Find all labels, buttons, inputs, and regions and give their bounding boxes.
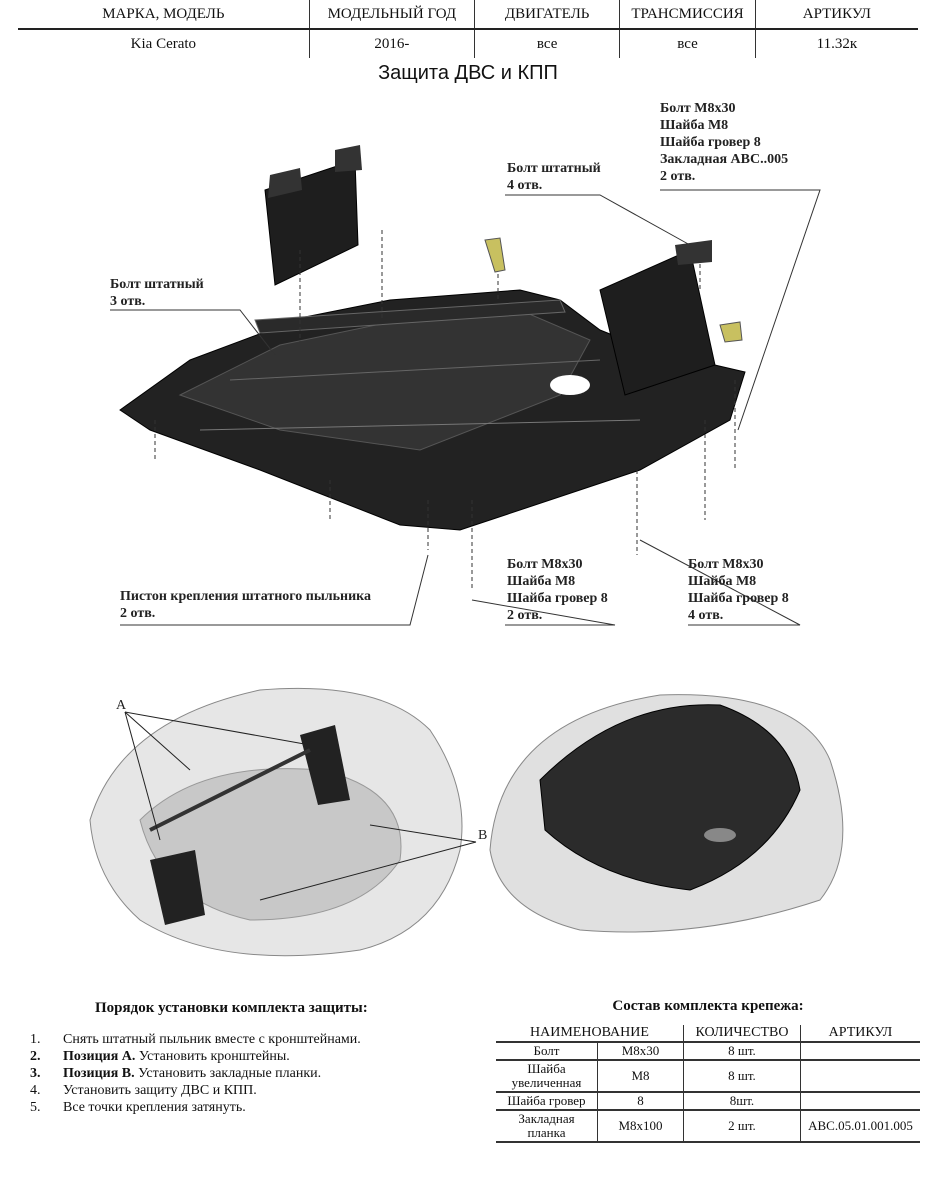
- callout-line: 2 отв.: [660, 169, 696, 184]
- instructions-title: Порядок установки комплекта защиты:: [95, 1000, 368, 1016]
- callout-top-mid: Болт штатный 4 отв.: [507, 160, 601, 194]
- step-text: Установить кронштейны.: [135, 1049, 290, 1064]
- kit-title: Состав комплекта крепежа:: [612, 998, 804, 1014]
- cell: М8: [597, 1060, 684, 1093]
- value-year: 2016-: [310, 30, 475, 58]
- callout-line: Болт М8х30: [688, 557, 764, 572]
- cell: Шайба увеличенная: [496, 1060, 598, 1093]
- value-model: Kia Cerato: [18, 30, 310, 58]
- fastener-kit: Состав комплекта крепежа: НАИМЕНОВАНИЕ К…: [496, 998, 920, 1143]
- position-a-label: A: [116, 698, 127, 713]
- cell: [800, 1060, 920, 1093]
- step-text: Все точки крепления затянуть.: [63, 1100, 246, 1115]
- cell: [800, 1092, 920, 1111]
- callout-left: Болт штатный 3 отв.: [110, 276, 204, 310]
- step: 2. Позиция А. Установить кронштейны.: [30, 1048, 430, 1065]
- step-text: Установить защиту ДВС и КПП.: [63, 1083, 257, 1098]
- header-col-transmission: ТРАНСМИССИЯ: [620, 0, 756, 28]
- value-engine: все: [475, 30, 621, 58]
- step-position: Позиция В.: [63, 1066, 135, 1081]
- callout-line: Болт М8х30: [507, 557, 583, 572]
- callout-line: Шайба гровер 8: [660, 135, 761, 150]
- header-table: МАРКА, МОДЕЛЬ МОДЕЛЬНЫЙ ГОД ДВИГАТЕЛЬ ТР…: [18, 0, 918, 58]
- left-bracket-drawing: [264, 145, 362, 286]
- callout-line: 2 отв.: [507, 608, 543, 623]
- callout-bottom-left: Пистон крепления штатного пыльника 2 отв…: [120, 588, 371, 622]
- car-view-a-drawing: [89, 687, 477, 957]
- assembly-lines: [154, 230, 736, 590]
- callout-line: Болт штатный: [507, 161, 601, 176]
- embedded-plates: [484, 237, 743, 343]
- callout-line: Шайба гровер 8: [507, 591, 608, 606]
- callout-line: 4 отв.: [688, 608, 724, 623]
- page-title: Защита ДВС и КПП: [378, 62, 558, 84]
- position-b-label: B: [478, 828, 488, 843]
- step-text: Снять штатный пыльник вместе с кронштейн…: [63, 1032, 361, 1047]
- step-number: 5.: [30, 1100, 41, 1115]
- callout-top-right: Болт М8х30 Шайба М8 Шайба гровер 8 Закла…: [660, 100, 788, 185]
- step: 1. Снять штатный пыльник вместе с кронште…: [30, 1031, 430, 1048]
- leader-lines: [110, 189, 821, 626]
- callout-line: Болт штатный: [110, 277, 204, 292]
- cell: 8шт.: [683, 1092, 801, 1111]
- header-col-year: МОДЕЛЬНЫЙ ГОД: [310, 0, 475, 28]
- col-article: АРТИКУЛ: [800, 1025, 920, 1043]
- callout-line: 4 отв.: [507, 178, 543, 193]
- engine-shield-drawing: [119, 289, 746, 531]
- step-number: 4.: [30, 1083, 41, 1098]
- header-col-article: АРТИКУЛ: [802, 5, 871, 22]
- value-transmission: все: [620, 30, 756, 58]
- value-article: 11.32к: [816, 35, 858, 52]
- cell: М8х30: [597, 1042, 684, 1061]
- callout-line: Болт М8х30: [660, 101, 736, 116]
- step-number: 2.: [30, 1049, 41, 1064]
- cell: Шайба гровер: [496, 1092, 598, 1111]
- callout-line: 2 отв.: [120, 606, 156, 621]
- callout-bottom-right: Болт М8х30 Шайба М8 Шайба гровер 8 4 отв…: [688, 556, 789, 624]
- step-text: Установить закладные планки.: [134, 1066, 322, 1081]
- cell: [800, 1042, 920, 1061]
- callout-line: 3 отв.: [110, 294, 146, 309]
- cell: 8 шт.: [683, 1060, 801, 1093]
- callout-line: Шайба М8: [688, 574, 757, 589]
- cell: Закладная планка: [496, 1110, 598, 1143]
- callout-line: Шайба М8: [507, 574, 576, 589]
- step: 5. Все точки крепления затянуть.: [30, 1099, 430, 1116]
- step-number: 3.: [30, 1066, 41, 1081]
- right-bracket-drawing: [599, 240, 716, 396]
- cell: 8: [597, 1092, 684, 1111]
- callout-bottom-mid: Болт М8х30 Шайба М8 Шайба гровер 8 2 отв…: [507, 556, 608, 624]
- col-quantity: КОЛИЧЕСТВО: [683, 1025, 801, 1043]
- table-header-row: НАИМЕНОВАНИЕ КОЛИЧЕСТВО АРТИКУЛ: [496, 1025, 920, 1043]
- installation-steps: Порядок установки комплекта защиты: 1. Сн…: [30, 1000, 430, 1116]
- cell: 8 шт.: [683, 1042, 801, 1061]
- callout-line: Пистон крепления штатного пыльника: [120, 589, 372, 604]
- cell: Болт: [496, 1042, 598, 1061]
- cell: 2 шт.: [683, 1110, 801, 1143]
- callout-line: Шайба гровер 8: [688, 591, 789, 606]
- step-number: 1.: [30, 1032, 41, 1047]
- car-view-installed-drawing: [489, 694, 844, 933]
- callout-line: Закладная АВС..005: [660, 152, 789, 167]
- header-col-model: МАРКА, МОДЕЛЬ: [18, 0, 310, 28]
- step: 4. Установить защиту ДВС и КПП.: [30, 1082, 430, 1099]
- col-name: НАИМЕНОВАНИЕ: [496, 1025, 684, 1043]
- cell: М8х100: [597, 1110, 684, 1143]
- callout-line: Шайба М8: [660, 118, 729, 133]
- step: 3. Позиция В. Установить закладные планки…: [30, 1065, 430, 1082]
- step-position: Позиция А.: [63, 1049, 136, 1064]
- cell: АВС.05.01.001.005: [800, 1110, 920, 1143]
- header-col-engine: ДВИГАТЕЛЬ: [475, 0, 621, 28]
